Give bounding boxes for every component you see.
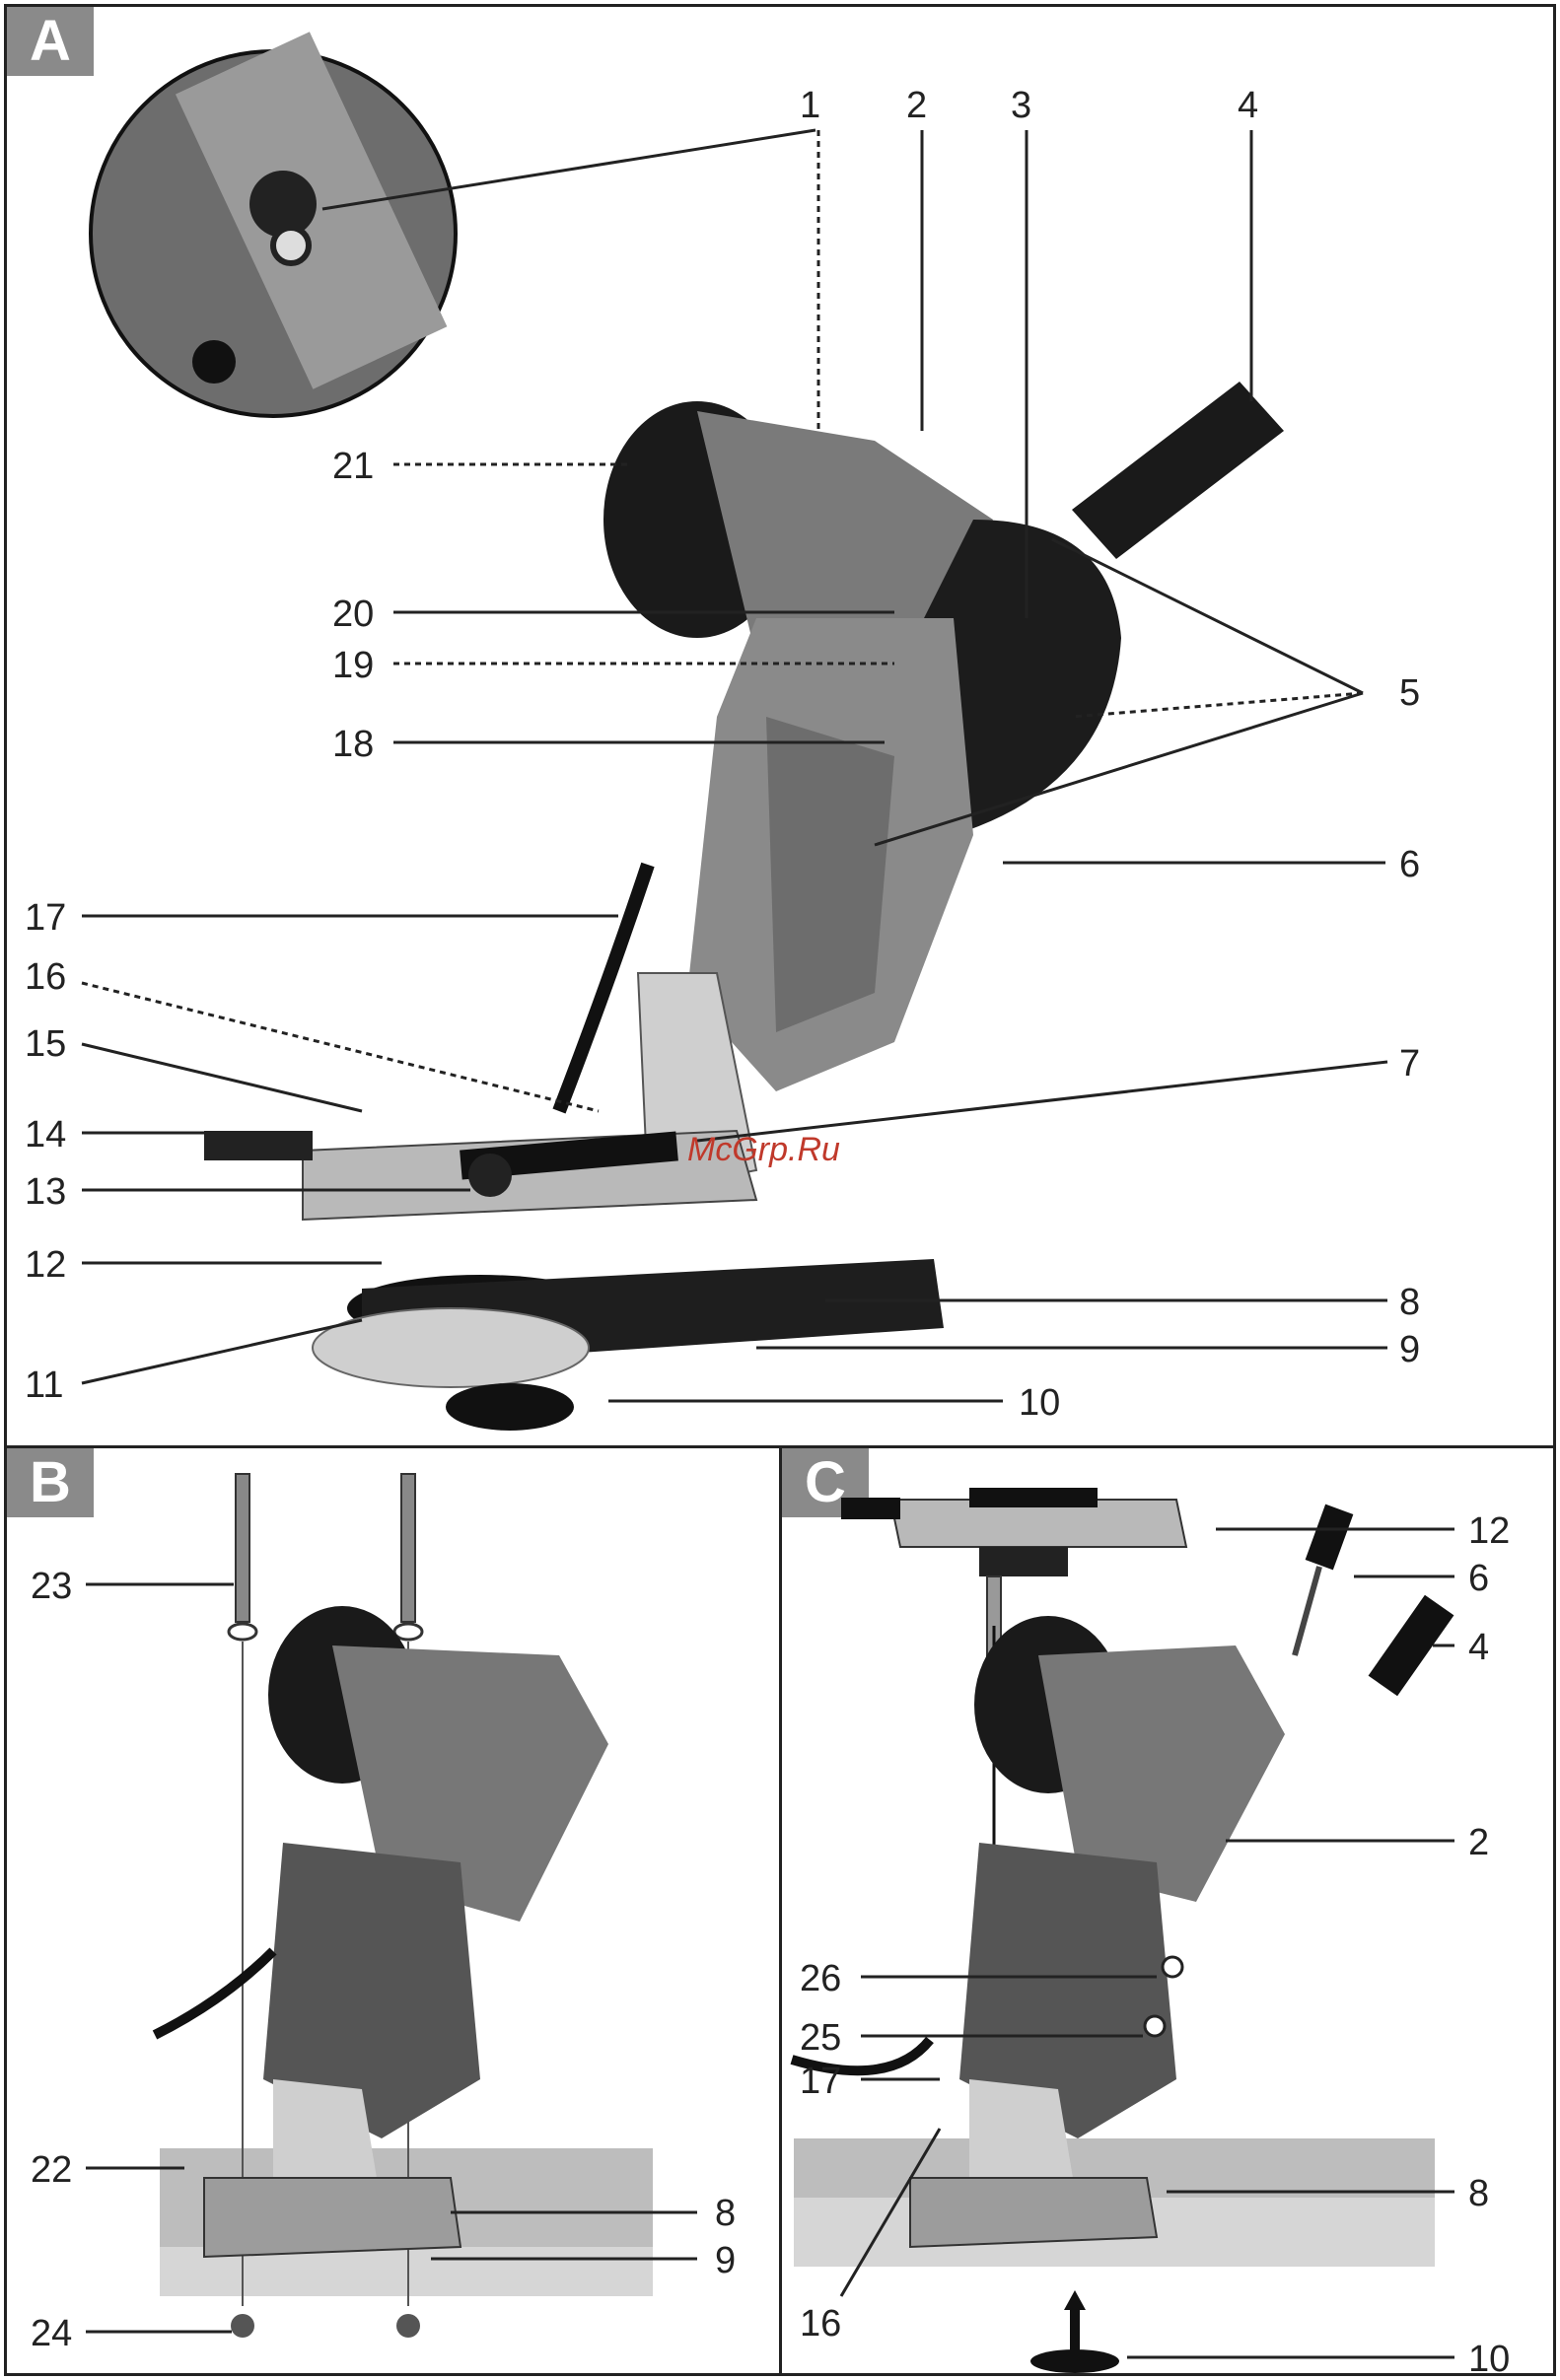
label-26: 26: [800, 1958, 841, 1999]
label-5: 5: [1399, 672, 1420, 714]
handle: [1072, 382, 1284, 559]
label-8: 8: [1399, 1282, 1420, 1323]
panel-b-drawing: 23 22 8 9 24: [7, 1448, 786, 2379]
label-3: 3: [1011, 85, 1031, 126]
label-16: 16: [25, 956, 66, 998]
label-9: 9: [715, 2240, 736, 2281]
label-2: 2: [906, 85, 927, 126]
panel-b: B 23 22 8 9 24: [4, 1445, 783, 2376]
panel-c-drawing: 12 6 4 2 26 25 17 8 16 10: [782, 1448, 1559, 2379]
label-9: 9: [1399, 1329, 1420, 1370]
label-17: 17: [25, 897, 66, 939]
label-25: 25: [800, 2017, 841, 2059]
label-7: 7: [1399, 1043, 1420, 1085]
label-8: 8: [715, 2193, 736, 2234]
label-6: 6: [1399, 844, 1420, 885]
panel-a: A: [4, 4, 1556, 1449]
label-10: 10: [1019, 1382, 1060, 1424]
panel-c: C: [779, 1445, 1556, 2376]
label-4: 4: [1468, 1627, 1489, 1668]
label-10: 10: [1468, 2339, 1510, 2379]
panel-a-drawing: 1 2 3 4 21 20 19 18 5 6 17 16 15 14 13 7…: [7, 7, 1559, 1452]
label-14: 14: [25, 1114, 66, 1155]
label-24: 24: [31, 2313, 72, 2354]
label-23: 23: [31, 1566, 72, 1607]
label-20: 20: [332, 594, 374, 635]
label-22: 22: [31, 2149, 72, 2191]
label-21: 21: [332, 446, 374, 487]
label-4: 4: [1238, 85, 1258, 126]
base-knob: [446, 1383, 574, 1431]
label-19: 19: [332, 645, 374, 686]
label-11: 11: [25, 1365, 63, 1406]
label-12: 12: [25, 1244, 66, 1286]
label-16: 16: [800, 2303, 841, 2345]
label-12: 12: [1468, 1510, 1510, 1552]
label-17: 17: [800, 2061, 841, 2102]
watermark: McGrp.Ru: [687, 1131, 840, 1169]
label-6: 6: [1468, 1558, 1489, 1599]
cable: [559, 865, 648, 1111]
label-8: 8: [1468, 2173, 1489, 2214]
label-15: 15: [25, 1023, 66, 1065]
bolt-right: [401, 1474, 415, 1622]
label-2: 2: [1468, 1822, 1489, 1863]
label-18: 18: [332, 724, 374, 765]
base-b: [204, 2178, 461, 2257]
bolt-left: [236, 1474, 249, 1622]
label-13: 13: [25, 1171, 66, 1213]
label-1: 1: [800, 85, 820, 126]
